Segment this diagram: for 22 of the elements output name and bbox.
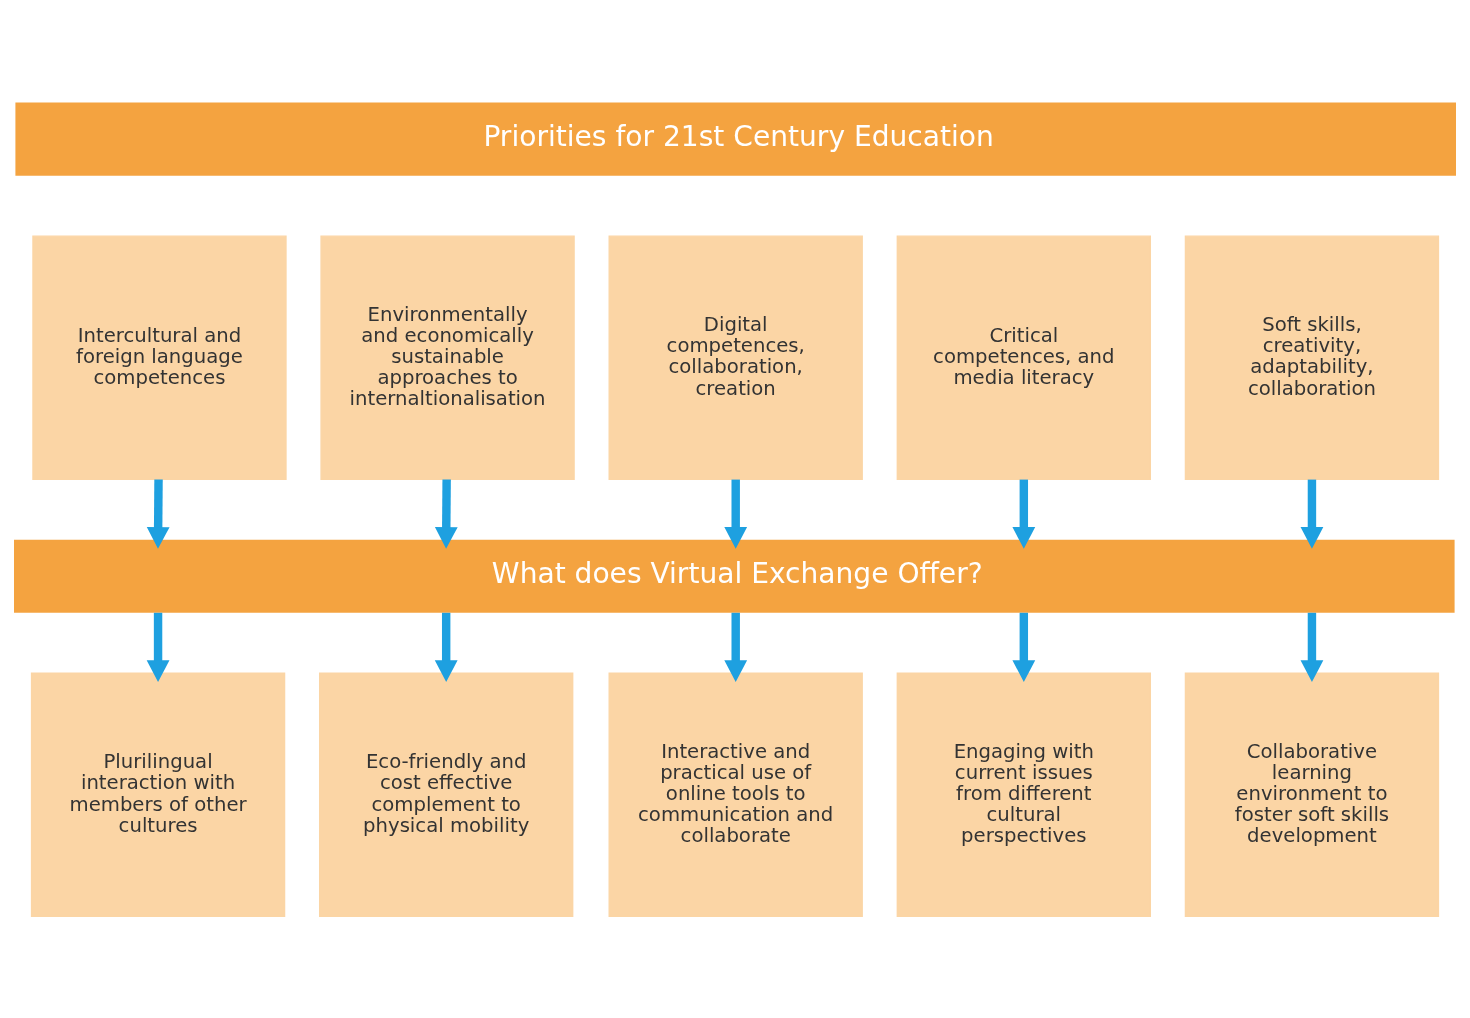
arrow <box>1300 612 1324 682</box>
arrow <box>724 479 748 549</box>
node-box: Environmentally and economically sustainable approaches to internaltionalisation <box>320 234 575 480</box>
node-box: Engaging with current issues from different cultural perspectives <box>896 672 1151 917</box>
arrow <box>1300 479 1324 549</box>
node-box: Interactive and practical use of online tools to communication and collaborate <box>608 672 863 917</box>
arrow <box>1012 479 1036 549</box>
node-box: What does Virtual Exchange Offer? <box>14 539 1455 613</box>
node-box: Soft skills, creativity, adaptability, collaboration <box>1184 234 1440 480</box>
node-box: Critical competences, and media literacy <box>896 234 1151 480</box>
node-box: Digital competences, collaboration, creation <box>608 234 863 480</box>
node-box: Intercultural and foreign language competences <box>32 234 287 480</box>
node-box: Priorities for 21st Century Education <box>15 102 1456 176</box>
arrow <box>146 612 170 682</box>
arrow <box>146 479 170 549</box>
node-box: Collaborative learning environment to foster soft skills development <box>1184 672 1440 917</box>
arrow <box>724 612 748 682</box>
node-box: Eco-friendly and cost effective complement to physical mobility <box>319 672 574 917</box>
arrow <box>434 479 458 549</box>
node-box: Plurilingual interaction with members of other cultures <box>30 672 286 917</box>
arrow <box>434 612 458 682</box>
arrow <box>1012 612 1036 682</box>
